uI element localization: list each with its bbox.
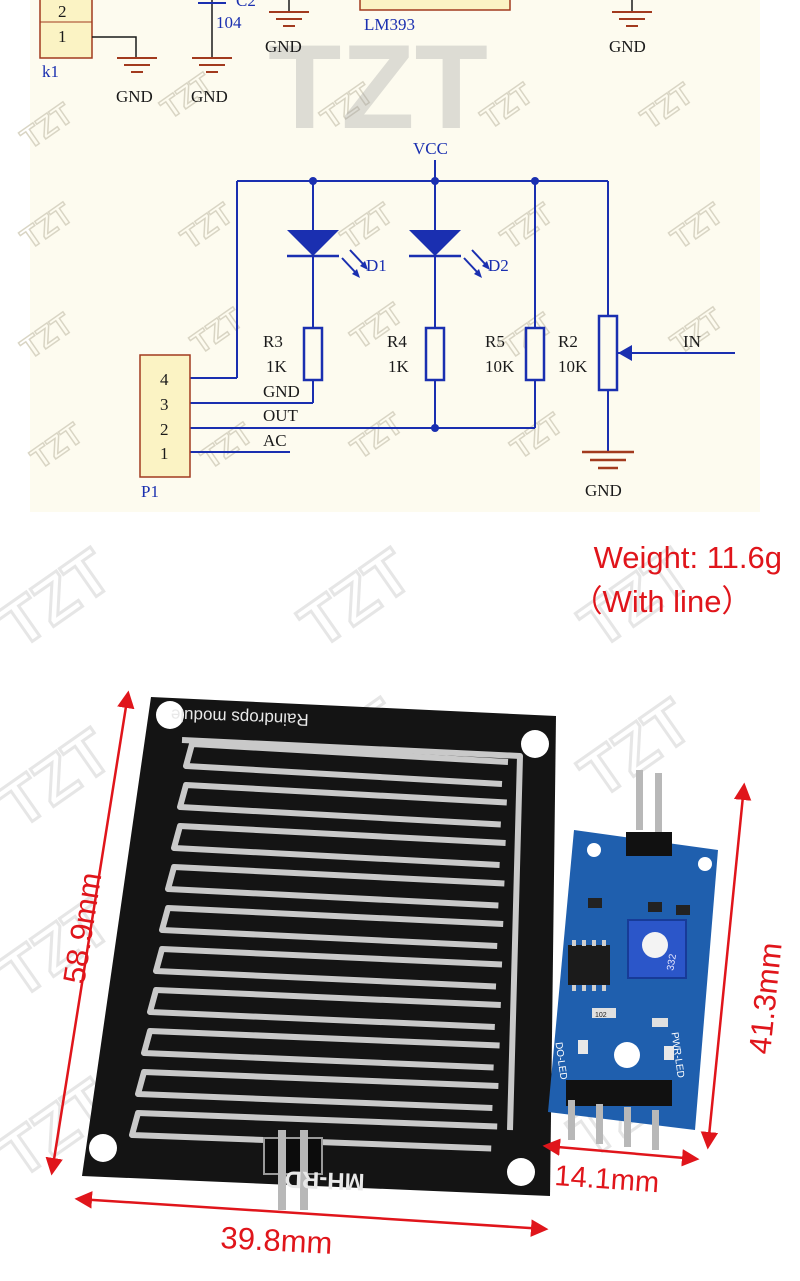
potentiometer-r2: R2 10K IN [558, 314, 701, 392]
sensor-board-model: MH-RD [284, 1165, 365, 1195]
weight-label: Weight: 11.6g [593, 540, 782, 575]
pot-code: 332 [665, 953, 679, 972]
r4-value: 1K [388, 357, 410, 376]
r5-name: R5 [485, 332, 505, 351]
vcc-label: VCC [413, 139, 448, 158]
gnd-symbol-right: GND [609, 0, 652, 56]
d2-label: D2 [488, 256, 509, 275]
k1-label: k1 [42, 62, 59, 81]
wire-out-label: OUT [263, 406, 299, 425]
comparator-module: 332 102 DO-LED PWR-LED [548, 770, 718, 1150]
rain-sensor-board: Raindrops module MH-RD [82, 697, 556, 1210]
top-partial-schematic: 2 1 k1 GND C2 104 GND GND L [39, 0, 652, 106]
p1-pin-1: 1 [160, 444, 169, 463]
resistor-r4: R4 1K [387, 326, 446, 382]
in-label: IN [683, 332, 701, 351]
weight-info: Weight: 11.6g （With line） [482, 536, 782, 624]
gnd-label: GND [191, 87, 228, 106]
k1-pin-1: 1 [58, 27, 67, 46]
do-led-label: DO-LED [553, 1041, 569, 1080]
dim-module-height: 41.3mm [742, 941, 789, 1056]
p1-label: P1 [141, 482, 159, 501]
weight-note: （With line） [571, 584, 753, 619]
gnd-label: GND [609, 37, 646, 56]
wire-gnd-label: GND [263, 382, 300, 401]
p1-pin-3: 3 [160, 395, 169, 414]
junctions [309, 177, 539, 432]
p1-pin-4: 4 [160, 370, 169, 389]
gnd-symbol-cap: GND [191, 57, 232, 106]
r3-value: 1K [266, 357, 288, 376]
resistor-code: 102 [595, 1012, 607, 1019]
main-schematic [189, 160, 735, 453]
dim-arrow-module-height [700, 782, 752, 1150]
resistor-r3: R3 1K [263, 326, 324, 382]
sensor-board-text: Raindrops module [170, 705, 309, 729]
k1-connector [39, 0, 93, 59]
dim-arrow-sensor-width [74, 1191, 549, 1237]
watermark-logo: TZT [268, 20, 488, 154]
cap-value: 104 [216, 13, 242, 32]
sensor-traces [129, 737, 523, 1152]
gnd-label: GND [585, 481, 622, 500]
led-d1: D1 [287, 230, 387, 278]
gnd-label: GND [265, 37, 302, 56]
dim-module-width: 14.1mm [554, 1160, 661, 1199]
r2-value: 10K [558, 357, 588, 376]
led-d2: D2 [409, 230, 509, 278]
dim-sensor-height: 58.9mm [56, 870, 108, 986]
schematic-diagram: 2 1 k1 GND C2 104 GND GND L [39, 0, 735, 501]
r4-name: R4 [387, 332, 407, 351]
resistor-r5: R5 10K [485, 326, 546, 382]
lm393-chip [359, 0, 511, 11]
chip-label: LM393 [364, 15, 415, 34]
d1-label: D1 [366, 256, 387, 275]
gnd-symbol-r2: GND [582, 450, 634, 500]
dim-arrow-sensor-height [45, 690, 135, 1176]
gnd-symbol-k1: GND [116, 57, 157, 106]
connector-p1: 4 3 2 1 P1 [139, 354, 191, 501]
dimension-lines [45, 690, 752, 1237]
gnd-label: GND [116, 87, 153, 106]
r2-name: R2 [558, 332, 578, 351]
cap-name: C2 [236, 0, 256, 10]
r5-value: 10K [485, 357, 515, 376]
gnd-symbol-mid: GND [265, 0, 309, 56]
dim-sensor-width: 39.8mm [220, 1220, 334, 1261]
r3-name: R3 [263, 332, 283, 351]
p1-pin-2: 2 [160, 420, 169, 439]
wire-ac-label: AC [263, 431, 287, 450]
k1-pin-2: 2 [58, 2, 67, 21]
dim-arrow-module-width [542, 1138, 700, 1167]
